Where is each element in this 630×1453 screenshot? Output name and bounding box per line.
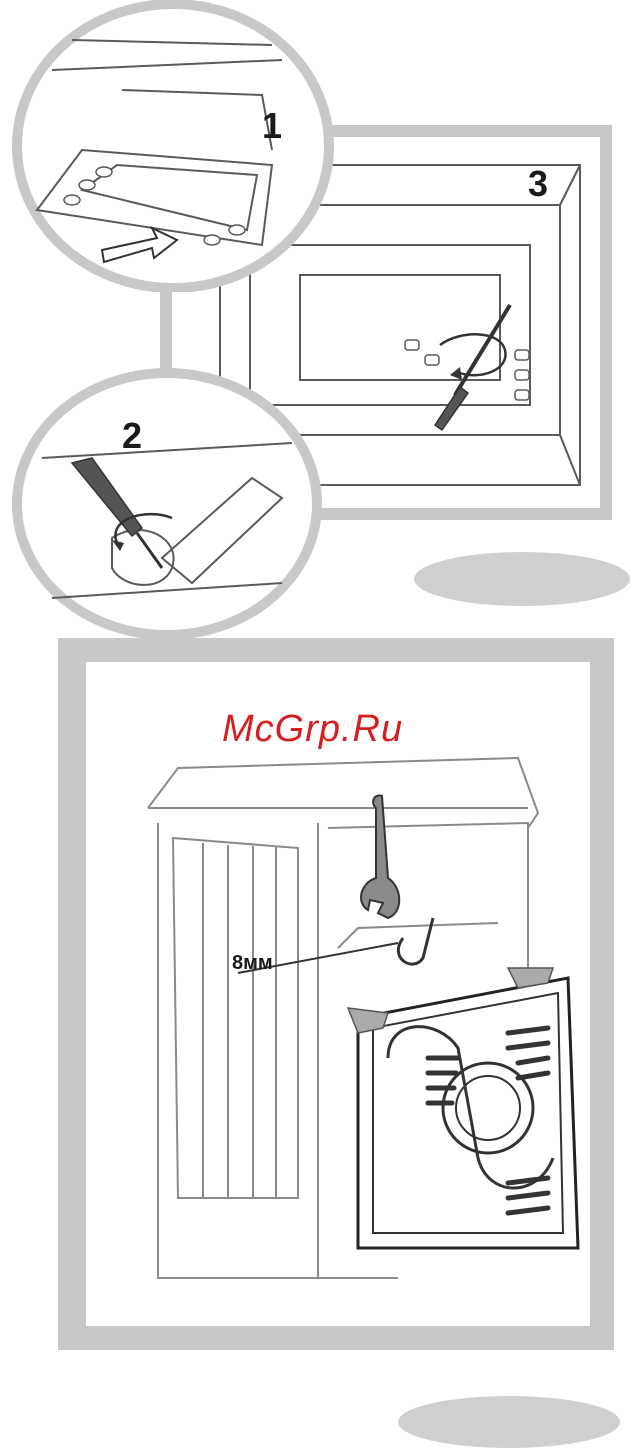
step1-illustration	[12, 0, 334, 292]
page-tab-oval	[414, 552, 630, 606]
step1-circle	[12, 0, 334, 292]
step2-circle	[12, 368, 322, 640]
step2-illustration	[12, 368, 322, 640]
dimension-label: 8мм	[232, 952, 273, 975]
step1-number: 1	[262, 108, 282, 144]
watermark-text: McGrp.Ru	[222, 708, 403, 751]
step3-number: 3	[528, 166, 548, 202]
step2-number: 2	[122, 418, 142, 454]
page-tab-oval-bottom	[398, 1396, 620, 1448]
